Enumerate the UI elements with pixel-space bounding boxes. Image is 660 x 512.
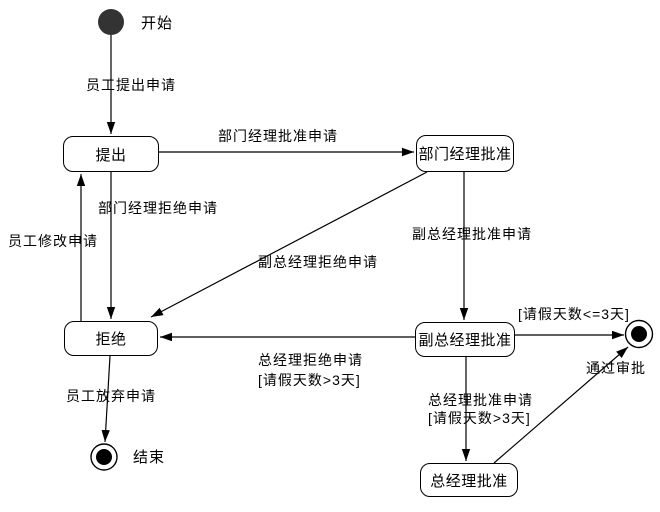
final-state-end-icon	[90, 443, 118, 471]
state-submit: 提出	[63, 136, 159, 172]
start-node-label: 开始	[141, 15, 174, 32]
end-node-label: 结束	[133, 449, 166, 466]
state-dept-manager-approved: 部门经理批准	[416, 135, 514, 172]
arrow-vice-reject-to-rejected	[150, 171, 428, 318]
transition-label-vice-approve: 副总经理批准申请	[412, 226, 532, 242]
guard-label-days-le-3: [请假天数<=3天]	[518, 306, 630, 322]
transition-label-dept-approve: 部门经理批准申请	[218, 128, 338, 144]
transition-label-gm-approve: 总经理批准申请	[428, 392, 533, 408]
guard-label-gm-approve-days-gt-3: [请假天数>3天]	[428, 410, 531, 426]
transition-label-employee-modify: 员工修改申请	[8, 233, 98, 249]
arrow-gm-to-final	[493, 346, 629, 464]
guard-label-gm-reject-days-gt-3: [请假天数>3天]	[258, 372, 361, 388]
initial-state-icon	[98, 9, 124, 35]
transition-label-gm-reject: 总经理拒绝申请	[258, 352, 363, 368]
transition-label-employee-submit: 员工提出申请	[86, 77, 176, 93]
state-vice-gm-approved: 副总经理批准	[415, 322, 515, 357]
arrow-rejected-to-end	[101, 355, 111, 443]
state-rejected: 拒绝	[64, 321, 158, 356]
transition-label-pass-approval: 通过审批	[586, 360, 646, 376]
state-gm-approved: 总经理批准	[420, 463, 518, 497]
transition-label-employee-abandon: 员工放弃申请	[66, 388, 156, 404]
final-state-right-icon	[624, 319, 654, 349]
transition-label-dept-reject: 部门经理拒绝申请	[98, 200, 218, 216]
transition-label-vice-reject: 副总经理拒绝申请	[258, 254, 378, 270]
